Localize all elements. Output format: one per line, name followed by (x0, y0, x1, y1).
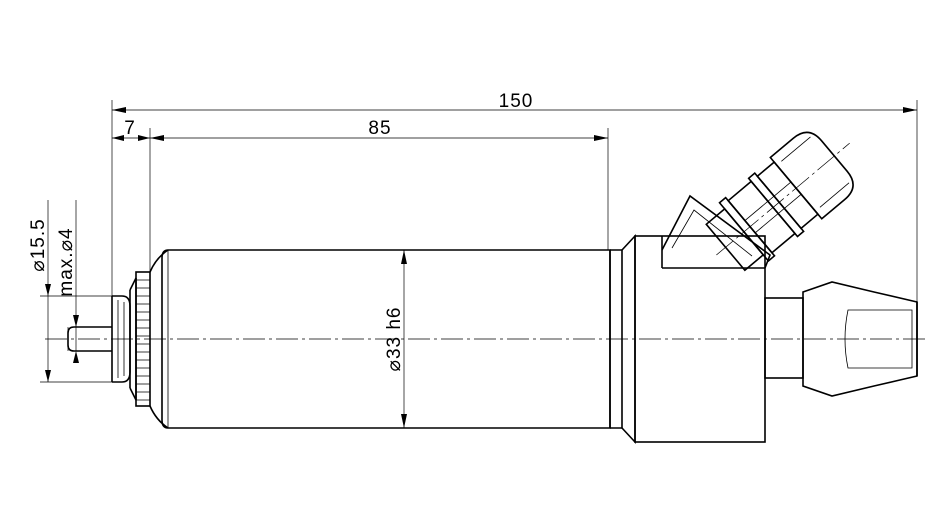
cable-connector (705, 131, 854, 272)
knurled-nut (135, 249, 169, 429)
dim-body-diameter-label: ⌀33 h6 (384, 307, 405, 372)
dim-body-diameter (401, 250, 407, 428)
dim-overall (111, 100, 918, 302)
rear-housing (634, 194, 771, 443)
dim-body (150, 128, 609, 250)
dim-shaft-diameter-label: max.⌀4 (56, 227, 77, 296)
dim-shaft-diameter (67, 200, 79, 363)
dim-overall-label: 150 (499, 91, 534, 112)
dim-collet (112, 128, 151, 272)
hose-connector (764, 281, 918, 397)
dim-body-label: 85 (368, 118, 391, 139)
collar (111, 277, 137, 401)
motor-body (161, 233, 636, 445)
dim-collar-diameter-label: ⌀15.5 (28, 218, 49, 271)
dim-collet-label: 7 (124, 118, 136, 139)
